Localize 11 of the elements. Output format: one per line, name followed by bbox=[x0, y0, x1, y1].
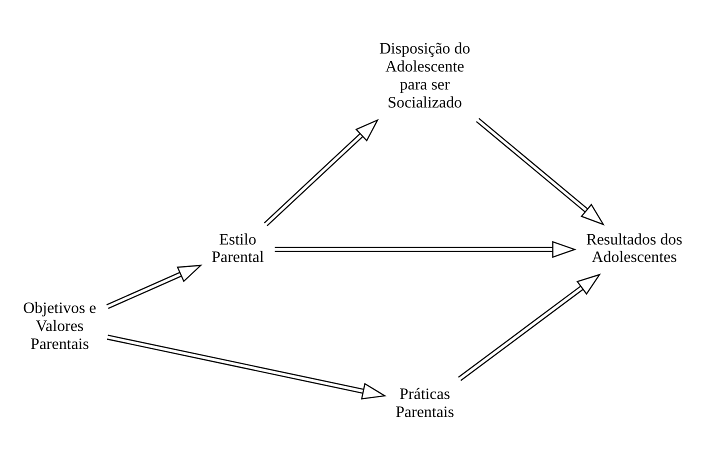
arrow bbox=[106, 334, 387, 399]
arrow bbox=[264, 118, 379, 226]
node-text: Estilo Parental bbox=[212, 230, 264, 266]
node-text: Disposição do Adolescente para ser Socializado bbox=[379, 40, 470, 112]
arrow bbox=[458, 273, 601, 380]
node-text: Objetivos e Valores Parentais bbox=[23, 300, 96, 353]
arrow bbox=[274, 240, 576, 258]
arrow bbox=[476, 118, 605, 226]
arrow bbox=[106, 264, 202, 308]
node-text: Práticas Parentais bbox=[396, 385, 454, 420]
node-text: Resultados dos Adolescentes bbox=[586, 230, 682, 266]
